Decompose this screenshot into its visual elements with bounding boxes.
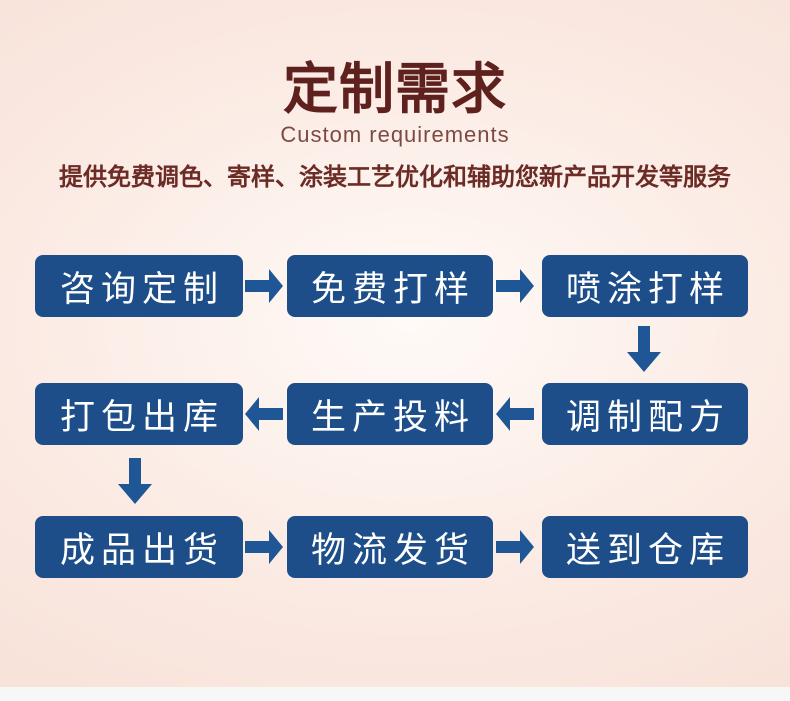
arrow-left-icon — [245, 397, 283, 431]
arrow-left-icon — [496, 397, 534, 431]
flow-step-logistics-delivery: 物流发货 — [287, 516, 493, 578]
flow-step-arrive-warehouse: 送到仓库 — [542, 516, 748, 578]
service-description: 提供免费调色、寄样、涂装工艺优化和辅助您新产品开发等服务 — [59, 164, 731, 191]
flow-step-spray-sample: 喷涂打样 — [542, 255, 748, 317]
page-subtitle-en: Custom requirements — [280, 122, 510, 147]
arrow-right-icon — [245, 530, 283, 564]
arrow-right-icon — [496, 530, 534, 564]
arrow-down-icon — [118, 458, 152, 504]
page-title: 定制需求 — [282, 58, 507, 120]
flow-step-consult-custom: 咨询定制 — [35, 255, 243, 317]
flow-step-finished-shipment: 成品出货 — [35, 516, 243, 578]
arrow-right-icon — [245, 269, 283, 303]
arrow-right-icon — [496, 269, 534, 303]
flow-step-prepare-formula: 调制配方 — [542, 383, 748, 445]
arrow-down-icon — [627, 326, 661, 372]
flow-step-free-sample: 免费打样 — [287, 255, 493, 317]
flow-step-production-feed: 生产投料 — [287, 383, 493, 445]
bottom-strip — [0, 687, 790, 701]
flow-step-pack-outbound: 打包出库 — [35, 383, 243, 445]
